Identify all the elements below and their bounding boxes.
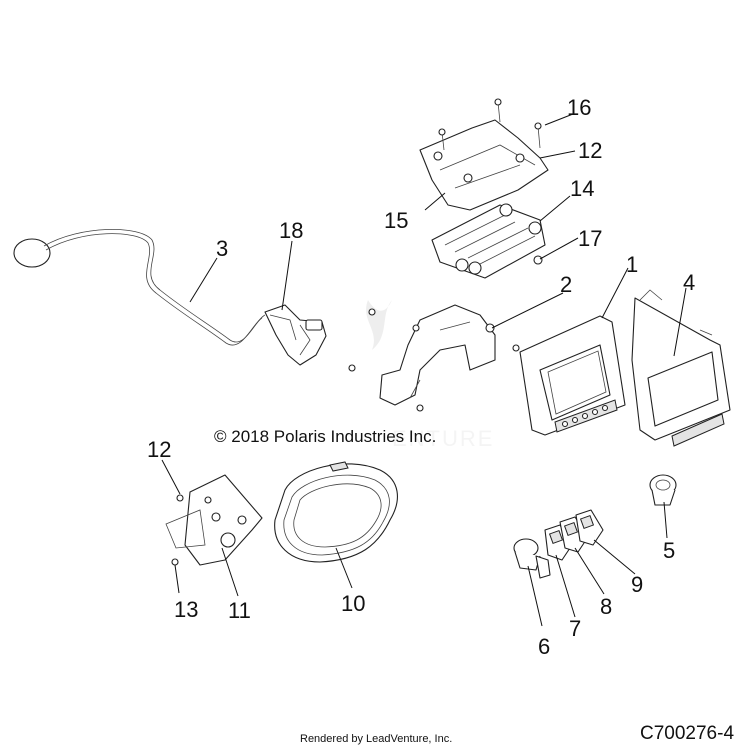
callout-12-lower: 12 <box>147 437 171 462</box>
copyright-notice: © 2018 Polaris Industries Inc. <box>214 427 437 446</box>
callout-8: 8 <box>600 594 612 619</box>
callout-10: 10 <box>341 591 365 616</box>
part-18-harness <box>264 304 327 366</box>
part-3-antenna-cable <box>13 229 266 346</box>
callout-13: 13 <box>174 597 198 622</box>
callout-18: 18 <box>279 218 303 243</box>
callout-11: 11 <box>228 598 251 623</box>
callout-17: 17 <box>578 226 602 251</box>
part-9-switch <box>575 509 604 546</box>
part-14-module <box>431 203 546 279</box>
callout-2: 2 <box>560 272 572 297</box>
part-17-nut <box>533 255 543 265</box>
rendered-by-credit: Rendered by LeadVenture, Inc. <box>300 733 453 745</box>
part-11-gauge-bracket <box>165 474 263 566</box>
part-2-display-bracket <box>348 304 520 412</box>
callout-5: 5 <box>663 538 675 563</box>
callout-1: 1 <box>626 252 638 277</box>
part-4-bezel <box>631 289 731 447</box>
callout-4: 4 <box>683 270 695 295</box>
part-1-display <box>519 315 626 436</box>
part-10-instrument-cluster <box>274 461 398 563</box>
callout-7: 7 <box>569 616 581 641</box>
callout-14: 14 <box>570 176 594 201</box>
callout-16: 16 <box>567 95 591 120</box>
drawing-number: C700276-4 <box>640 723 735 744</box>
part-6-key-switch <box>513 538 551 579</box>
part-8-switch <box>559 516 589 553</box>
callout-9: 9 <box>631 572 643 597</box>
callout-6: 6 <box>538 634 550 659</box>
part-15-upper-bracket <box>419 98 549 211</box>
callouts: 1 2 3 4 5 6 7 8 9 10 11 12 12 13 14 15 1… <box>147 95 695 659</box>
callout-3: 3 <box>216 236 228 261</box>
svg-text:ENTURE: ENTURE <box>392 426 494 451</box>
callout-12-upper: 12 <box>578 138 602 163</box>
leader-lines <box>161 113 687 627</box>
callout-15: 15 <box>384 208 408 233</box>
part-5-outlet <box>649 474 677 506</box>
